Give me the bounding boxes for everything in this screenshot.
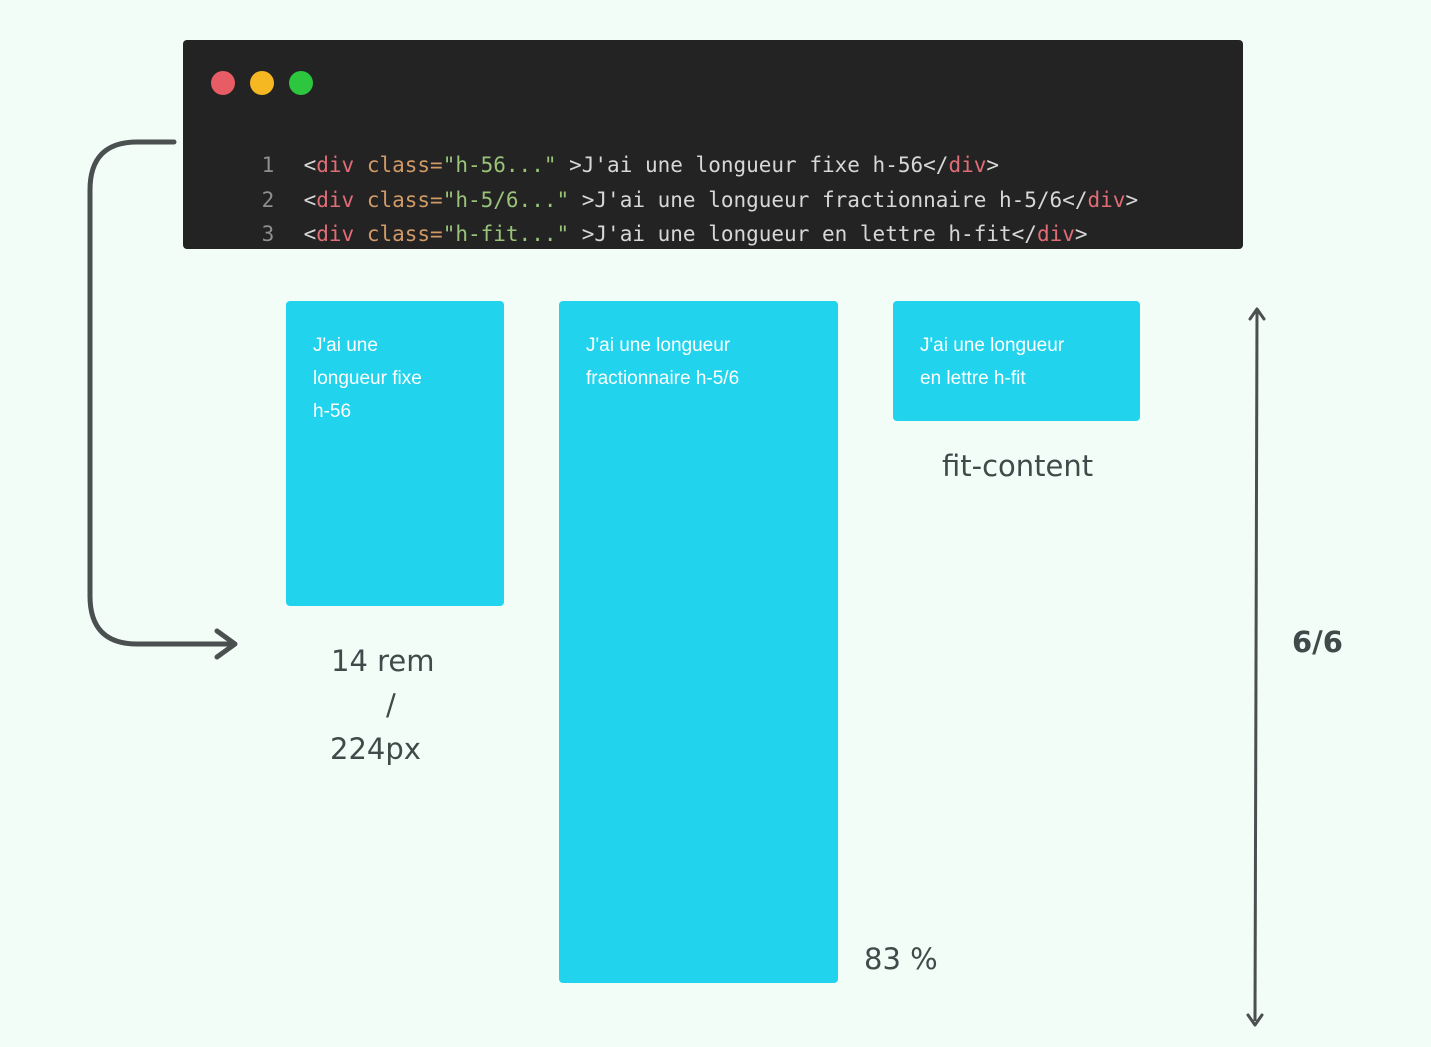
code-tag: div [1036,222,1075,246]
curved-arrow-head-icon [214,628,238,660]
code-line-3: 3<div class="h-fit..." >J'ai une longueu… [211,189,1088,246]
full-height-label: 6/6 [1292,625,1343,659]
rem-label: 14 rem [331,644,435,678]
code-bracket: < [303,222,317,246]
box-text-line: fractionnaire h-5/6 [586,368,740,389]
code-text: >J'ai une longueur fixe h-56 [556,153,924,177]
code-tag: div [316,153,355,177]
minimize-dot-icon [250,71,274,95]
code-bracket: < [303,188,317,212]
code-bracket: </ [1011,222,1037,246]
box-text-line: longueur fixe [313,368,422,389]
percent-label: 83 % [864,942,938,976]
line-number: 1 [261,153,275,177]
box-text-line: h-56 [313,401,352,422]
code-bracket: > [986,153,1000,177]
code-line-1: 1<div class="h-56..." >J'ai une longueur… [211,120,999,177]
code-editor-window: 1<div class="h-56..." >J'ai une longueur… [183,40,1243,249]
code-attr: class= [354,153,443,177]
code-tag: div [948,153,987,177]
code-bracket: > [1125,188,1139,212]
box-text-line: J'ai une [313,335,378,356]
code-string: "h-5/6..." [442,188,570,212]
fit-content-label: fit-content [942,449,1094,483]
code-string: "h-fit..." [442,222,570,246]
code-tag: div [316,222,355,246]
height-arrow-down-icon [1246,1013,1264,1027]
code-text: >J'ai une longueur en lettre h-fit [569,222,1012,246]
px-label: 224px [330,732,421,766]
fraction-height-box: J'ai une longueur fractionnaire h-5/6 [559,301,838,983]
code-attr: class= [354,222,443,246]
code-bracket: < [303,153,317,177]
code-bracket: </ [923,153,949,177]
fit-height-box: J'ai une longueur en lettre h-fit [893,301,1140,421]
line-number: 3 [261,222,275,246]
code-string: "h-56..." [442,153,557,177]
curved-arrow-shaft [87,139,235,647]
box-text-line: en lettre h-fit [920,368,1026,389]
box-text-line: J'ai une longueur [586,335,731,356]
unit-separator: / [386,688,396,722]
box-text-line: J'ai une longueur [920,335,1065,356]
code-text: >J'ai une longueur fractionnaire h-5/6 [569,188,1063,212]
fixed-height-box: J'ai une longueur fixe h-56 [286,301,504,606]
height-arrow-up-icon [1248,307,1266,321]
code-tag: div [1087,188,1126,212]
code-tag: div [316,188,355,212]
close-dot-icon [211,71,235,95]
code-bracket: > [1074,222,1088,246]
maximize-dot-icon [289,71,313,95]
line-number: 2 [261,188,275,212]
code-line-2: 2<div class="h-5/6..." >J'ai une longueu… [211,155,1139,212]
code-attr: class= [354,188,443,212]
height-arrow-shaft [1253,311,1259,1022]
code-bracket: </ [1062,188,1088,212]
